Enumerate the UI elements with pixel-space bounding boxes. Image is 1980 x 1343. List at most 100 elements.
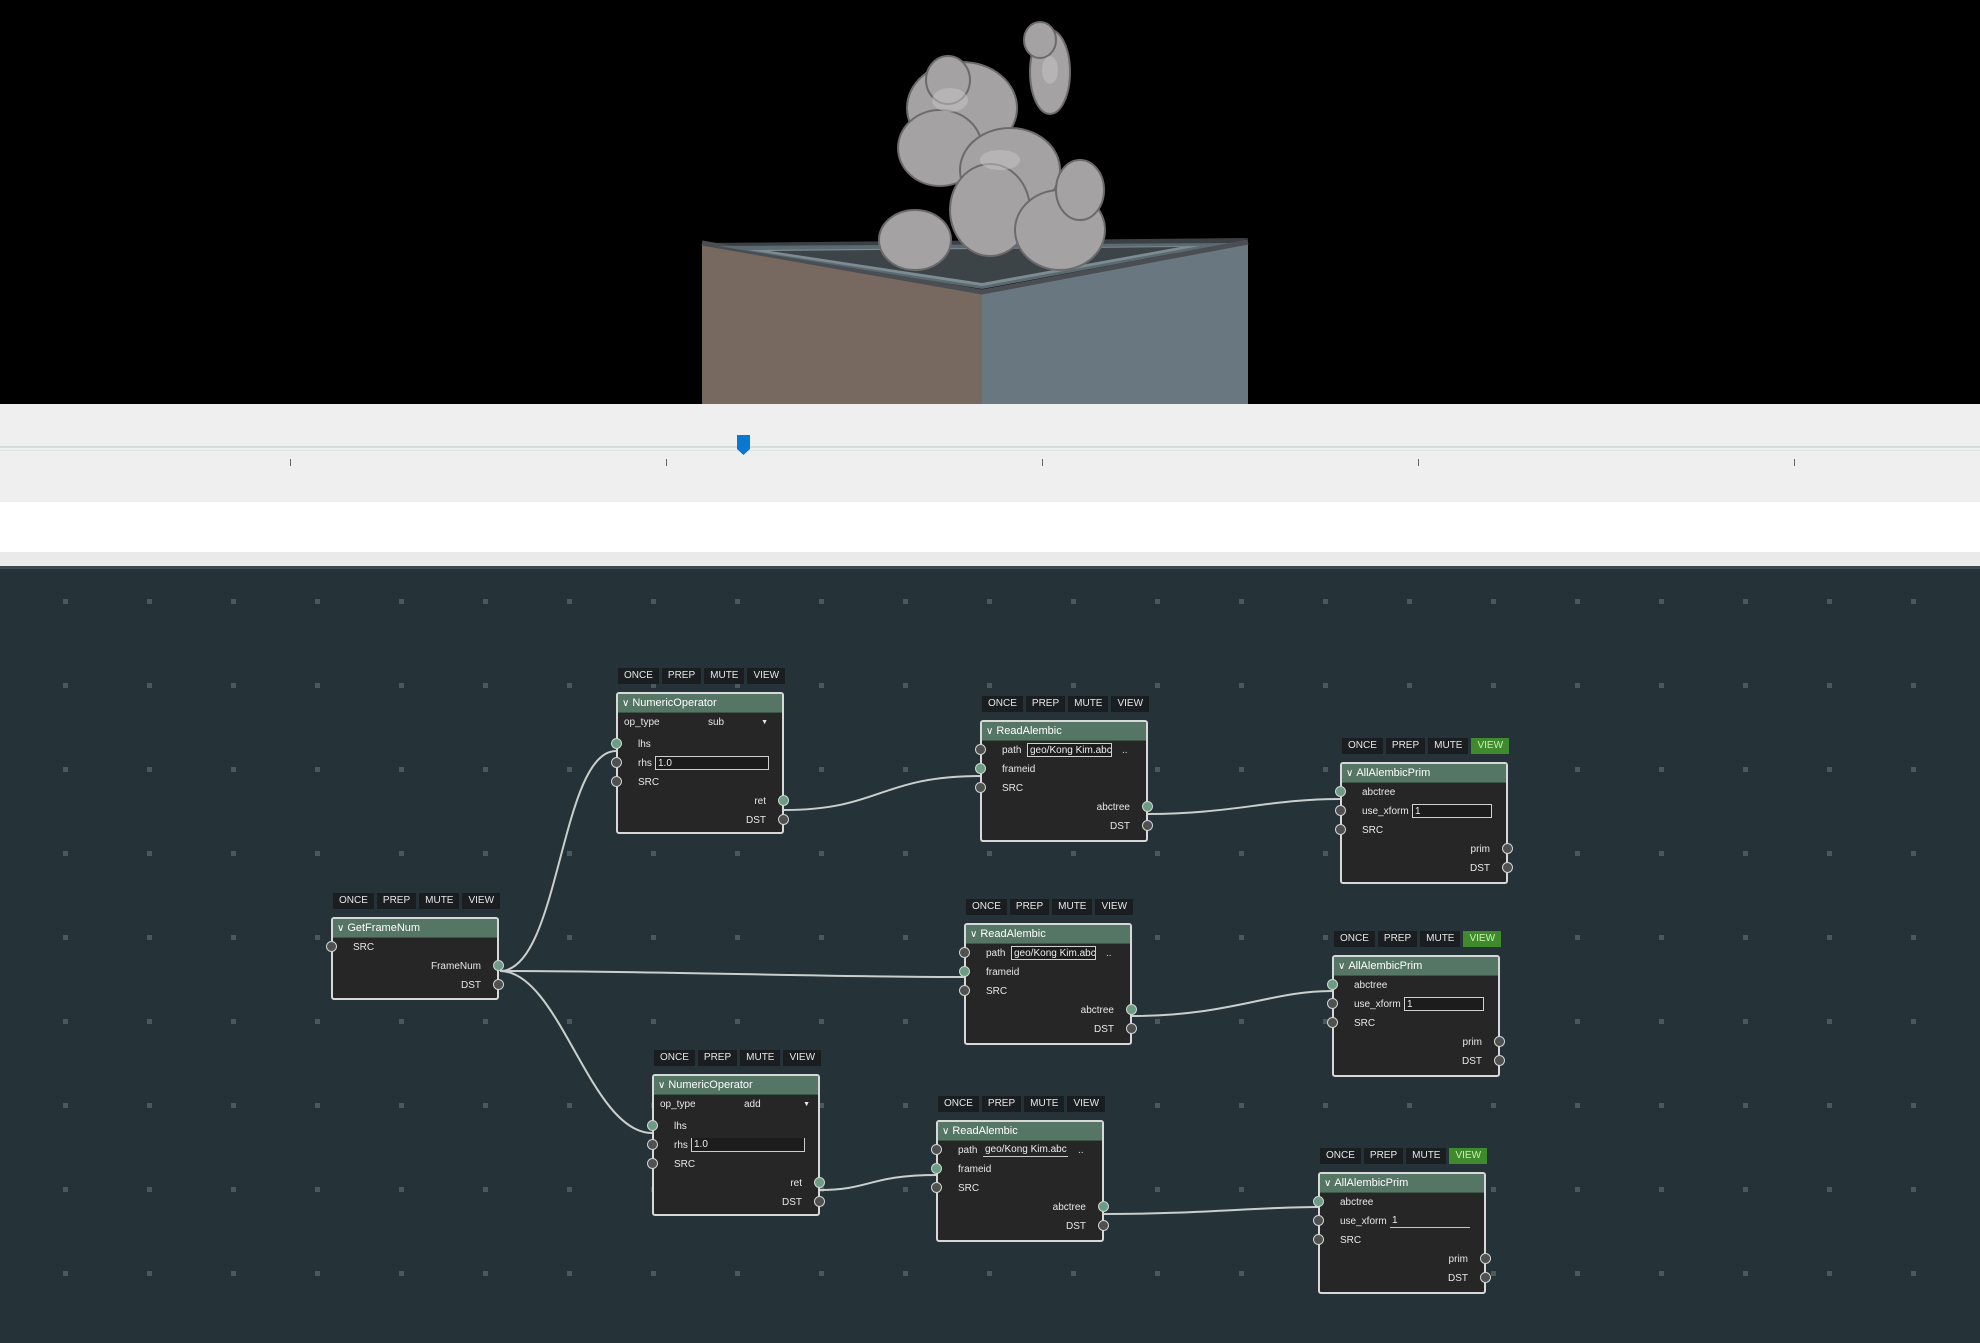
output-socket[interactable]: [778, 795, 789, 806]
once-button[interactable]: ONCE: [1342, 738, 1383, 754]
prep-button[interactable]: PREP: [1363, 1148, 1404, 1164]
output-socket[interactable]: [1142, 820, 1153, 831]
view-button[interactable]: VIEW: [1111, 696, 1150, 712]
input-socket[interactable]: [1327, 979, 1338, 990]
node-header[interactable]: ∨AllAlembicPrim: [1342, 764, 1506, 783]
input-socket[interactable]: [975, 782, 986, 793]
mute-button[interactable]: MUTE: [740, 1050, 781, 1066]
output-socket[interactable]: [1502, 862, 1513, 873]
view-button[interactable]: VIEW: [747, 668, 786, 684]
browse-button[interactable]: ..: [1106, 948, 1112, 959]
view-button-active[interactable]: VIEW: [1449, 1148, 1488, 1164]
view-button[interactable]: VIEW: [1095, 899, 1134, 915]
once-button[interactable]: ONCE: [1320, 1148, 1361, 1164]
mute-button[interactable]: MUTE: [1420, 931, 1461, 947]
use-xform-field[interactable]: 1: [1390, 1214, 1470, 1228]
output-socket[interactable]: [1126, 1023, 1137, 1034]
output-socket[interactable]: [1142, 801, 1153, 812]
output-socket[interactable]: [814, 1196, 825, 1207]
mute-button[interactable]: MUTE: [1428, 738, 1469, 754]
input-socket[interactable]: [975, 744, 986, 755]
once-button[interactable]: ONCE: [938, 1096, 979, 1112]
input-socket[interactable]: [611, 757, 622, 768]
chevron-down-icon[interactable]: ∨: [942, 1126, 950, 1137]
view-button[interactable]: VIEW: [783, 1050, 822, 1066]
view-button[interactable]: VIEW: [462, 893, 501, 909]
once-button[interactable]: ONCE: [654, 1050, 695, 1066]
mute-button[interactable]: MUTE: [419, 893, 460, 909]
prep-button[interactable]: PREP: [981, 1096, 1022, 1112]
output-socket[interactable]: [1126, 1004, 1137, 1015]
input-socket[interactable]: [959, 966, 970, 977]
path-field[interactable]: geo/Kong Kim.abc: [1011, 946, 1096, 960]
rhs-field[interactable]: 1.0: [691, 1138, 805, 1152]
node-header[interactable]: ∨ReadAlembic: [982, 722, 1146, 741]
input-socket[interactable]: [647, 1158, 658, 1169]
rhs-field[interactable]: 1.0: [655, 756, 769, 770]
once-button[interactable]: ONCE: [966, 899, 1007, 915]
node-header[interactable]: ∨AllAlembicPrim: [1334, 957, 1498, 976]
input-socket[interactable]: [931, 1144, 942, 1155]
output-socket[interactable]: [1098, 1220, 1109, 1231]
node-getframenum[interactable]: ∨GetFrameNum SRC FrameNum DST: [326, 917, 504, 1000]
input-socket[interactable]: [1313, 1196, 1324, 1207]
prep-button[interactable]: PREP: [697, 1050, 738, 1066]
input-socket[interactable]: [931, 1182, 942, 1193]
chevron-down-icon[interactable]: ∨: [970, 929, 978, 940]
input-socket[interactable]: [611, 738, 622, 749]
prep-button[interactable]: PREP: [1385, 738, 1426, 754]
output-socket[interactable]: [1480, 1253, 1491, 1264]
path-field[interactable]: geo/Kong Kim.abc: [983, 1144, 1068, 1157]
chevron-down-icon[interactable]: ∨: [1346, 768, 1354, 779]
path-field[interactable]: geo/Kong Kim.abc: [1027, 743, 1112, 757]
input-socket[interactable]: [1327, 1017, 1338, 1028]
output-socket[interactable]: [1480, 1272, 1491, 1283]
output-socket[interactable]: [1494, 1055, 1505, 1066]
mute-button[interactable]: MUTE: [1068, 696, 1109, 712]
input-socket[interactable]: [647, 1139, 658, 1150]
op-type-select[interactable]: sub▼: [708, 717, 768, 728]
prep-button[interactable]: PREP: [1377, 931, 1418, 947]
node-header[interactable]: ∨AllAlembicPrim: [1320, 1174, 1484, 1193]
node-header[interactable]: ∨NumericOperator: [618, 694, 782, 713]
input-socket[interactable]: [1335, 824, 1346, 835]
chevron-down-icon[interactable]: ∨: [1324, 1178, 1332, 1189]
timeline-thumb[interactable]: [737, 435, 750, 455]
chevron-down-icon[interactable]: ∨: [622, 698, 630, 709]
use-xform-field[interactable]: 1: [1412, 804, 1492, 818]
mute-button[interactable]: MUTE: [1406, 1148, 1447, 1164]
chevron-down-icon[interactable]: ∨: [1338, 961, 1346, 972]
node-header[interactable]: ∨NumericOperator: [654, 1076, 818, 1095]
input-socket[interactable]: [1335, 786, 1346, 797]
input-socket[interactable]: [611, 776, 622, 787]
node-header[interactable]: ∨GetFrameNum: [333, 919, 497, 938]
mute-button[interactable]: MUTE: [1024, 1096, 1065, 1112]
output-socket[interactable]: [493, 979, 504, 990]
output-socket[interactable]: [493, 960, 504, 971]
chevron-down-icon[interactable]: ∨: [658, 1080, 666, 1091]
prep-button[interactable]: PREP: [1009, 899, 1050, 915]
timeline-slider[interactable]: [0, 404, 1980, 502]
once-button[interactable]: ONCE: [333, 893, 374, 909]
view-button-active[interactable]: VIEW: [1471, 738, 1510, 754]
op-type-select[interactable]: add▼: [744, 1099, 810, 1110]
once-button[interactable]: ONCE: [982, 696, 1023, 712]
node-header[interactable]: ∨ReadAlembic: [966, 925, 1130, 944]
prep-button[interactable]: PREP: [661, 668, 702, 684]
input-socket[interactable]: [931, 1163, 942, 1174]
3d-viewport[interactable]: [0, 0, 1980, 404]
view-button[interactable]: VIEW: [1067, 1096, 1106, 1112]
view-button-active[interactable]: VIEW: [1463, 931, 1502, 947]
input-socket[interactable]: [959, 947, 970, 958]
browse-button[interactable]: ..: [1078, 1145, 1084, 1156]
mute-button[interactable]: MUTE: [704, 668, 745, 684]
output-socket[interactable]: [1502, 843, 1513, 854]
once-button[interactable]: ONCE: [618, 668, 659, 684]
